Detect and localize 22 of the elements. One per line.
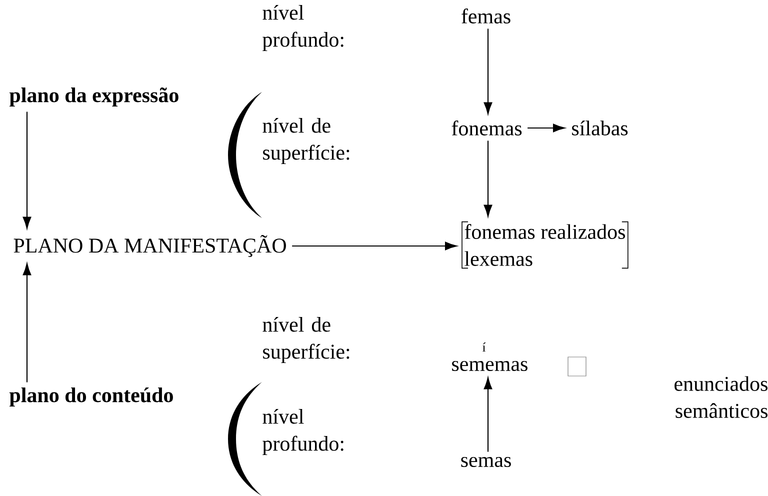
level-label: nível de superfície:: [262, 316, 350, 364]
arrow: [22, 263, 32, 382]
arrow: [292, 242, 457, 250]
level-label: í: [482, 342, 486, 352]
term-text: plano do conteúdo: [9, 387, 173, 407]
level-label: nível profundo:: [262, 408, 344, 456]
arrow: [22, 112, 32, 229]
term-text: fonemas: [452, 120, 522, 136]
arrow: [484, 377, 492, 452]
term-text: femas: [462, 8, 510, 24]
term-text: plano da expressão: [9, 87, 178, 107]
arrow: [528, 124, 565, 132]
level-label: enunciados semânticos: [674, 376, 768, 418]
term-text: sílabas: [572, 120, 628, 136]
term-text: semas: [461, 456, 511, 468]
term-text: sememas: [452, 360, 528, 372]
bracket-box: fonemas realizados lexemas: [462, 221, 628, 269]
term-text: PLANO DA MANIFESTAÇÃO: [14, 235, 286, 258]
level-label: nível de superfície:: [262, 118, 350, 164]
arrow: [484, 28, 492, 114]
level-label: nível profundo:: [262, 4, 344, 52]
arrow: [484, 140, 492, 217]
